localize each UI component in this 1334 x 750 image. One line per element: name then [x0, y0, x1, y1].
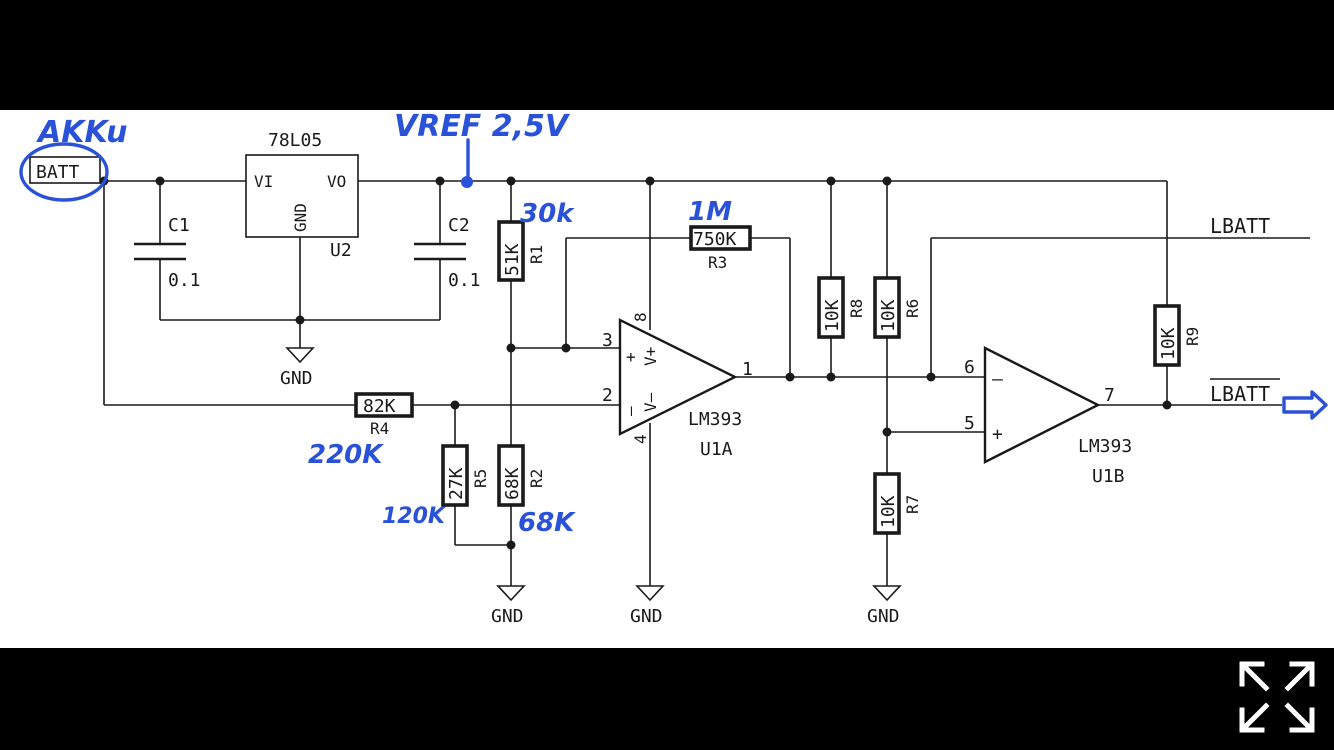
r1-ref: R1	[527, 245, 546, 264]
lbatt-label: LBATT	[1210, 214, 1270, 238]
r3-note: 1M	[688, 197, 732, 227]
ground-r7: GND	[867, 585, 902, 627]
r3-value: 750K	[693, 229, 737, 250]
gnd-label-r7: GND	[867, 606, 900, 627]
wires	[103, 180, 1310, 586]
handwritten-annotations: AKKu VREF 2,5V 30k 1M 220K 120K 68K	[19, 109, 1328, 538]
r6-value: 10K	[878, 299, 899, 332]
u1a-pin3: 3	[602, 330, 613, 351]
r1-note: 30k	[520, 199, 575, 229]
regulator-pin-gnd: GND	[291, 203, 310, 232]
r6-ref: R6	[903, 299, 922, 318]
u1a-pin8: 8	[631, 312, 650, 322]
r4-note: 220K	[308, 440, 384, 470]
regulator-pin-vi: VI	[254, 172, 273, 191]
r2-ref: R2	[527, 469, 546, 488]
u1b-in-minus: –	[992, 369, 1003, 390]
output-arrow-mark	[1282, 390, 1328, 420]
u1b-part: LM393	[1078, 436, 1132, 457]
r7-value: 10K	[878, 495, 899, 528]
c2-value: 0.1	[448, 270, 481, 291]
resistor-r3: 750K R3	[689, 225, 752, 272]
u1b-pin5: 5	[964, 413, 975, 434]
resistor-r1: 51K R1	[497, 220, 546, 282]
capacitor-c1: C1 0.1	[134, 215, 201, 291]
r3-ref: R3	[708, 253, 727, 272]
ground-u2: GND	[280, 347, 315, 389]
batt-circle-mark	[19, 142, 109, 202]
u1a-in-plus: +	[621, 352, 640, 362]
r9-value: 10K	[1158, 327, 1179, 360]
gnd-label-u2: GND	[280, 368, 313, 389]
u1a-part: LM393	[688, 409, 742, 430]
lbatt-bar-output: LBATT	[1210, 378, 1280, 406]
capacitor-c2: C2 0.1	[414, 215, 481, 291]
gnd-label-r2: GND	[491, 606, 524, 627]
r1-value: 51K	[502, 243, 523, 276]
resistor-r4: 82K R4	[354, 392, 414, 438]
batt-label: BATT	[36, 162, 80, 183]
r5-ref: R5	[471, 469, 490, 488]
u1a-in-minus: –	[621, 406, 640, 416]
r2-value: 68K	[502, 467, 523, 500]
r8-value: 10K	[822, 299, 843, 332]
resistor-r7: 10K R7	[873, 472, 922, 535]
c1-value: 0.1	[168, 270, 201, 291]
u1a-pin1: 1	[742, 359, 753, 380]
ground-r2: GND	[491, 585, 526, 627]
u1a-pin2: 2	[602, 385, 613, 406]
top-letterbox	[0, 0, 1334, 110]
lbatt-bar-label: LBATT	[1210, 382, 1270, 406]
u1a-vminus: V–	[641, 392, 660, 412]
ground-u1a: GND	[630, 585, 665, 627]
u1b-ref: U1B	[1092, 466, 1125, 487]
c2-ref: C2	[448, 215, 470, 236]
r2-note: 68K	[518, 508, 576, 538]
r4-ref: R4	[370, 419, 389, 438]
fullscreen-button[interactable]	[1236, 658, 1318, 736]
c1-ref: C1	[168, 215, 190, 236]
akku-note: AKKu	[36, 115, 127, 150]
regulator-u2: 78L05 VI VO GND U2	[245, 130, 359, 261]
resistor-r2: 68K R2	[497, 444, 546, 507]
resistor-r8: 10K R8	[817, 276, 866, 339]
batt-port: BATT	[29, 156, 101, 184]
r8-ref: R8	[847, 299, 866, 318]
regulator-ref: U2	[330, 240, 352, 261]
u1a-ref: U1A	[700, 439, 733, 460]
junction-dots	[99, 176, 1172, 550]
resistor-r9: 10K R9	[1153, 304, 1202, 367]
u1b-in-plus: +	[992, 424, 1003, 445]
resistor-r6: 10K R6	[873, 276, 922, 339]
r4-value: 82K	[363, 396, 396, 417]
regulator-name: 78L05	[268, 130, 322, 151]
u1b-pin7: 7	[1104, 385, 1115, 406]
comparator-u1a: 3 2 1 8 4 + – V+ V– LM393 U1A	[602, 312, 753, 460]
u1a-vplus: V+	[641, 347, 660, 366]
r7-ref: R7	[903, 495, 922, 514]
bottom-letterbox	[0, 648, 1334, 750]
u1a-pin4: 4	[631, 434, 650, 444]
r9-ref: R9	[1183, 327, 1202, 346]
expand-arrows-icon	[1239, 661, 1315, 733]
regulator-pin-vo: VO	[327, 172, 346, 191]
resistor-r5: 27K R5	[441, 444, 490, 507]
comparator-u1b: 6 5 7 – + LM393 U1B	[964, 346, 1132, 487]
u1b-pin6: 6	[964, 357, 975, 378]
vref-note: VREF 2,5V	[394, 109, 571, 144]
r5-value: 27K	[446, 467, 467, 500]
gnd-label-u1a: GND	[630, 606, 663, 627]
r5-note: 120K	[382, 504, 447, 529]
vref-node-mark	[461, 176, 473, 188]
